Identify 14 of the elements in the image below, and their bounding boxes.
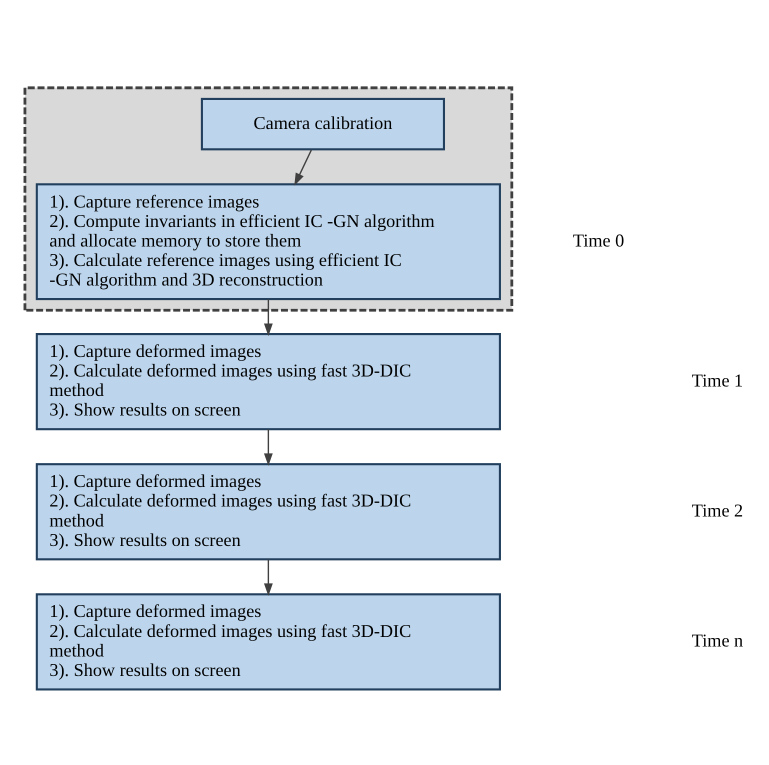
node-box: 1). Capture deformed images 2). Calculate deformed images using fast 3D-DIC method 3). Show results on screen: [36, 592, 501, 690]
label: Time 1: [692, 370, 744, 390]
node-box: 1). Capture deformed images 2). Calculate deformed images using fast 3D-DIC method 3). Show results on screen: [36, 332, 501, 430]
arrow: [294, 149, 312, 186]
label: Time 0: [572, 230, 624, 250]
arrow: [264, 298, 273, 336]
arrow: [264, 428, 273, 466]
arrow: [264, 558, 273, 596]
node-box: 1). Capture reference images 2). Compute invariants in efficient IC -GN algorithm and allocate memory to store them 3). Calculate reference images using efficient IC -GN algorithm and 3D reconstruction: [36, 182, 501, 300]
label: Time n: [692, 630, 744, 650]
node-box: 1). Capture deformed images 2). Calculate deformed images using fast 3D-DIC method 3). Show results on screen: [36, 462, 501, 560]
cluster: [24, 86, 514, 312]
node-box: Camera calibration: [200, 97, 445, 150]
label: Time 2: [692, 500, 744, 520]
